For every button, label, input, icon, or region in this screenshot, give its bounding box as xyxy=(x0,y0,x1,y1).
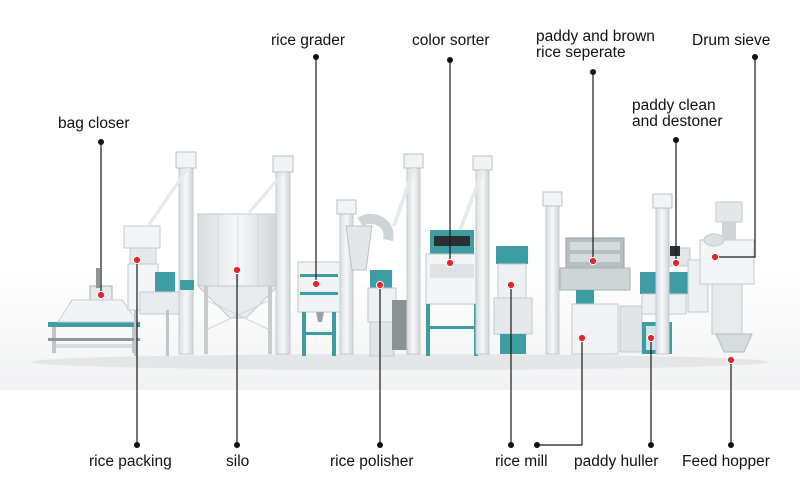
label-rice-packing-text: rice packing xyxy=(89,453,172,470)
label-rice-mill-text: rice mill xyxy=(495,453,548,470)
floor-shadow xyxy=(30,354,770,370)
machine-rice-grader xyxy=(297,199,357,356)
marker-rice-polisher xyxy=(375,280,385,290)
label-rice-polisher-text: rice polisher xyxy=(330,453,414,470)
label-feed-hopper: Feed hopper xyxy=(682,453,770,470)
label-dots xyxy=(98,54,758,448)
dot-rice-polisher xyxy=(377,442,383,448)
dot-rice-packing xyxy=(134,442,140,448)
machine-rice-packing xyxy=(123,151,197,356)
dot-rice-mill xyxy=(508,442,514,448)
label-color-sorter-text: color sorter xyxy=(412,32,490,49)
machine-paddy-clean-destoner xyxy=(640,193,709,355)
dot-color-sorter xyxy=(447,57,453,63)
marker-paddy-clean xyxy=(671,258,681,268)
marker-silo xyxy=(232,265,242,275)
red-markers xyxy=(96,252,736,365)
marker-paddy-brown-sep xyxy=(588,256,598,266)
label-paddy-clean: paddy clean and destoner xyxy=(632,98,723,130)
label-silo: silo xyxy=(226,453,249,470)
marker-color-sorter xyxy=(445,258,455,268)
label-paddy-huller-text: paddy huller xyxy=(574,453,659,470)
dot-silo xyxy=(234,442,240,448)
machine-drum-sieve xyxy=(699,201,755,335)
marker-rice-grader xyxy=(311,279,321,289)
machine-feed-hopper xyxy=(715,333,753,353)
marker-paddy-huller-a xyxy=(577,333,587,343)
label-paddy-brown-sep-line2: rice seperate xyxy=(536,44,626,61)
label-silo-text: silo xyxy=(226,453,250,470)
marker-drum-sieve xyxy=(710,252,720,262)
label-paddy-clean-line1: paddy clean xyxy=(632,97,716,114)
dot-paddy-clean xyxy=(673,137,679,143)
label-color-sorter: color sorter xyxy=(412,32,490,49)
dot-paddy-huller-a xyxy=(534,442,540,448)
dot-rice-grader xyxy=(313,54,319,60)
label-bag-closer-text: bag closer xyxy=(58,115,130,132)
label-drum-sieve: Drum sieve xyxy=(692,32,770,49)
label-paddy-brown-sep-line1: paddy and brown xyxy=(536,28,655,45)
marker-feed-hopper xyxy=(726,355,736,365)
marker-bag-closer xyxy=(96,290,106,300)
dot-bag-closer xyxy=(98,139,104,145)
label-rice-grader-text: rice grader xyxy=(271,32,346,49)
label-paddy-clean-line2: and destoner xyxy=(632,113,723,130)
label-rice-polisher: rice polisher xyxy=(330,453,414,470)
marker-paddy-huller-b xyxy=(646,333,656,343)
label-rice-mill: rice mill xyxy=(495,453,548,470)
dot-drum-sieve xyxy=(752,54,758,60)
label-rice-packing: rice packing xyxy=(89,453,172,470)
machine-color-sorter xyxy=(425,155,493,356)
marker-rice-mill xyxy=(506,280,516,290)
leader-lines xyxy=(100,57,756,446)
label-paddy-brown-sep: paddy and brown rice seperate xyxy=(536,29,655,61)
marker-rice-packing xyxy=(132,255,142,265)
label-rice-grader: rice grader xyxy=(271,32,345,49)
dot-paddy-brown-sep xyxy=(590,69,596,75)
label-feed-hopper-text: Feed hopper xyxy=(682,453,770,470)
dot-feed-hopper xyxy=(728,442,734,448)
label-paddy-huller: paddy huller xyxy=(574,453,658,470)
machine-silo xyxy=(196,155,294,355)
label-drum-sieve-text: Drum sieve xyxy=(692,32,771,49)
machine-rice-polisher xyxy=(345,153,424,357)
label-bag-closer: bag closer xyxy=(58,115,130,132)
dot-paddy-huller-b xyxy=(648,442,654,448)
machine-rice-mill xyxy=(493,191,563,355)
machine-bag-closer xyxy=(48,268,140,353)
